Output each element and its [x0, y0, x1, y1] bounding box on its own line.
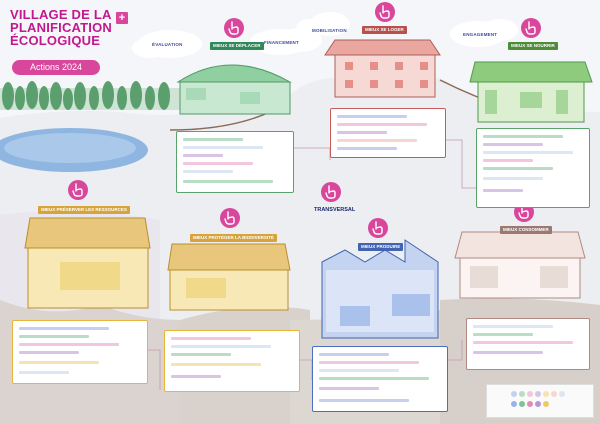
label-transversal[interactable]: TRANSVERSAL — [314, 207, 356, 213]
sky-label-financement: FINANCEMENT — [264, 40, 299, 45]
title-line-3: ÉCOLOGIQUE — [10, 33, 101, 48]
legend-swatch — [543, 391, 549, 397]
panel-mieux-se-nourrir — [476, 128, 590, 208]
sky-label-evaluation: ÉVALUATION — [152, 42, 183, 47]
panel-mieux-proteger — [164, 330, 300, 392]
panel-mieux-preserver — [12, 320, 148, 384]
legend-swatch — [527, 391, 533, 397]
label-mieux-se-loger[interactable]: MIEUX SE LOGER — [362, 26, 407, 34]
legend-swatch — [511, 391, 517, 397]
pointer-hand-icon[interactable] — [321, 182, 341, 202]
sky-label-engagement: ENGAGEMENT — [463, 32, 498, 37]
pointer-hand-icon[interactable] — [220, 208, 240, 228]
label-mieux-proteger[interactable]: MIEUX PROTÉGER LA BIODIVERSITÉ — [190, 234, 277, 242]
legend-swatch — [543, 401, 549, 407]
panel-mieux-consommer — [466, 318, 590, 370]
label-mieux-preserver[interactable]: MIEUX PRÉSERVER LES RESSOURCES — [38, 206, 130, 214]
legend-swatch — [551, 391, 557, 397]
title-line-2: PLANIFICATION — [10, 20, 113, 35]
legend-swatch — [519, 401, 525, 407]
label-mieux-se-deplacer[interactable]: MIEUX SE DÉPLACER — [210, 42, 264, 50]
panel-mieux-produire — [312, 346, 448, 412]
label-mieux-se-nourrir[interactable]: MIEUX SE NOURRIR — [508, 42, 558, 50]
panel-mieux-se-loger — [330, 108, 446, 158]
legend-swatch — [535, 401, 541, 407]
legend-swatch — [511, 401, 517, 407]
legend — [486, 384, 594, 418]
subtitle-pill: Actions 2024 — [12, 60, 100, 75]
legend-swatch — [527, 401, 533, 407]
legend-swatch — [535, 391, 541, 397]
pointer-hand-icon[interactable] — [375, 2, 395, 22]
title-line-1: VILLAGE DE LA — [10, 7, 112, 22]
legend-swatch — [519, 391, 525, 397]
plus-icon[interactable]: + — [116, 12, 128, 24]
panel-mieux-se-deplacer — [176, 131, 294, 193]
label-mieux-produire[interactable]: MIEUX PRODUIRE — [358, 243, 404, 251]
sky-label-mobilisation: MOBILISATION — [312, 28, 347, 33]
pointer-hand-icon[interactable] — [368, 218, 388, 238]
label-mieux-consommer[interactable]: MIEUX CONSOMMER — [500, 226, 552, 234]
legend-swatch — [559, 391, 565, 397]
pointer-hand-icon[interactable] — [521, 18, 541, 38]
pointer-hand-icon[interactable] — [224, 18, 244, 38]
pointer-hand-icon[interactable] — [68, 180, 88, 200]
poster-title: VILLAGE DE LA PLANIFICATION ÉCOLOGIQUE — [10, 8, 130, 47]
